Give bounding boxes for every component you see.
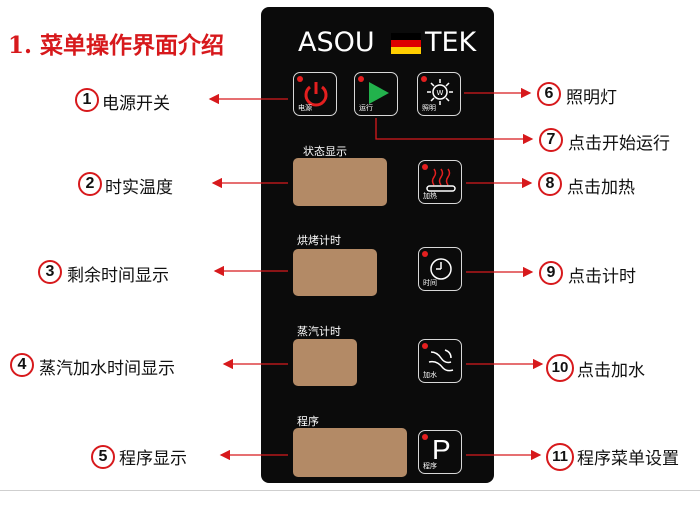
water-button[interactable]: 加水 (418, 339, 462, 383)
arrow-7 (375, 118, 534, 145)
callout-number-5: 5 (91, 445, 115, 469)
light-caption: 照明 (422, 104, 436, 112)
callout-label-11: 程序菜单设置 (577, 449, 679, 469)
bake-timer-display (293, 249, 377, 296)
heat-led (422, 164, 428, 170)
run-led (358, 76, 364, 82)
callout-number-9: 9 (539, 261, 563, 285)
program-caption: 程序 (423, 462, 437, 470)
svg-text:W: W (437, 89, 444, 97)
water-caption: 加水 (423, 371, 437, 379)
bottom-divider (0, 490, 700, 491)
callout-label-3: 剩余时间显示 (67, 266, 169, 286)
water-icon (428, 349, 454, 372)
program-p-icon: P (432, 434, 451, 465)
brand-logo-right: TEK (425, 27, 477, 58)
callout-number-10: 10 (546, 354, 574, 382)
callout-number-7: 7 (539, 128, 563, 152)
callout-number-1: 1 (75, 88, 99, 112)
heat-button[interactable]: 加热 (418, 160, 462, 204)
play-icon (369, 82, 389, 104)
callout-label-8: 点击加热 (567, 178, 635, 198)
callout-number-6: 6 (537, 82, 561, 106)
callout-label-4: 蒸汽加水时间显示 (39, 359, 175, 379)
callout-number-2: 2 (78, 172, 102, 196)
timer-button[interactable]: 时间 (418, 247, 462, 291)
water-led (422, 343, 428, 349)
timer-caption: 时间 (423, 279, 437, 287)
callout-label-5: 程序显示 (119, 449, 187, 469)
light-button[interactable]: W 照明 (417, 72, 461, 116)
timer-led (422, 251, 428, 257)
power-caption: 电源 (298, 104, 312, 112)
light-led (421, 76, 427, 82)
brand-logo-left: ASOU (298, 27, 375, 58)
program-display (293, 428, 407, 477)
lamp-icon: W (427, 79, 453, 105)
power-led (297, 76, 303, 82)
callout-label-6: 照明灯 (566, 88, 617, 108)
callout-number-8: 8 (538, 172, 562, 196)
callout-label-10: 点击加水 (577, 361, 645, 381)
clock-icon (430, 258, 452, 280)
run-button[interactable]: 运行 (354, 72, 398, 116)
callout-label-9: 点击计时 (568, 267, 636, 287)
callout-label-2: 时实温度 (105, 178, 173, 198)
power-icon (304, 82, 328, 107)
page-title: 1. 菜单操作界面介绍 (8, 32, 225, 59)
callout-number-11: 11 (546, 443, 574, 471)
steam-timer-label: 蒸汽计时 (297, 325, 341, 338)
callout-number-3: 3 (38, 260, 62, 284)
callout-label-7: 点击开始运行 (568, 134, 670, 154)
program-button[interactable]: P 程序 (418, 430, 462, 474)
run-caption: 运行 (359, 104, 373, 112)
callout-number-4: 4 (10, 353, 34, 377)
program-led (422, 434, 428, 440)
heat-icon (426, 168, 456, 192)
status-display (293, 158, 387, 206)
steam-timer-display (293, 339, 357, 386)
heat-caption: 加热 (423, 192, 437, 200)
power-button[interactable]: 电源 (293, 72, 337, 116)
program-display-label: 程序 (297, 415, 319, 428)
bake-timer-label: 烘烤计时 (297, 234, 341, 247)
status-display-label: 状态显示 (303, 145, 347, 158)
callout-label-1: 电源开关 (102, 94, 170, 114)
german-flag-icon (391, 33, 421, 54)
